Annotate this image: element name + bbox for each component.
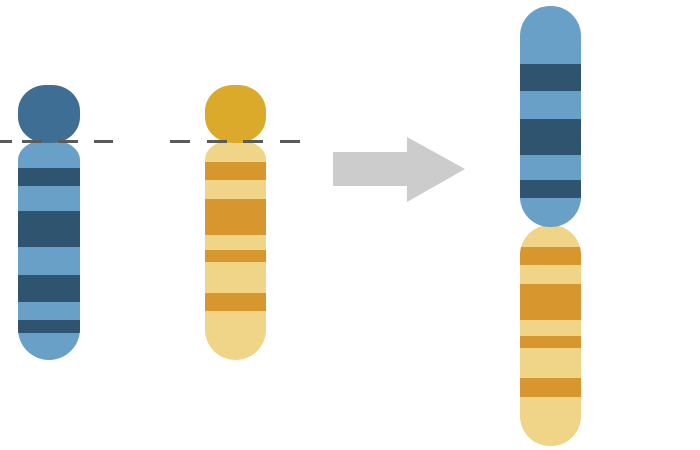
- arrow-right-icon: [333, 137, 465, 202]
- break-line-dash: [94, 140, 113, 143]
- break-line-dash: [207, 140, 227, 143]
- chromosome-band: [520, 336, 581, 348]
- chromosome-band: [520, 119, 581, 155]
- chromosome-band: [18, 275, 80, 302]
- chromosome-band: [205, 199, 266, 235]
- blue-chromosome-body: [18, 140, 80, 360]
- chromosome-band: [18, 320, 80, 333]
- break-line-dash: [0, 140, 12, 143]
- chromosome-band: [520, 247, 581, 265]
- chromosome-band: [520, 180, 581, 198]
- fused-blue-part: [520, 6, 581, 227]
- fused-yellow-part: [520, 225, 581, 446]
- chromosome-band: [205, 162, 266, 180]
- chromosome-band: [520, 64, 581, 91]
- chromosome-band: [205, 250, 266, 262]
- chromosome-band: [18, 211, 80, 247]
- yellow-chromosome-head: [205, 85, 266, 143]
- break-line-dash: [22, 140, 42, 143]
- chromosome-band: [520, 378, 581, 397]
- blue-chromosome-head: [18, 85, 80, 143]
- chromosome-band: [18, 168, 80, 186]
- break-line-dash: [170, 140, 190, 143]
- break-line-dash: [58, 140, 78, 143]
- yellow-chromosome-body: [205, 140, 266, 360]
- chromosome-band: [520, 284, 581, 320]
- break-line-dash: [243, 140, 263, 143]
- break-line-dash: [280, 140, 300, 143]
- chromosome-band: [205, 293, 266, 311]
